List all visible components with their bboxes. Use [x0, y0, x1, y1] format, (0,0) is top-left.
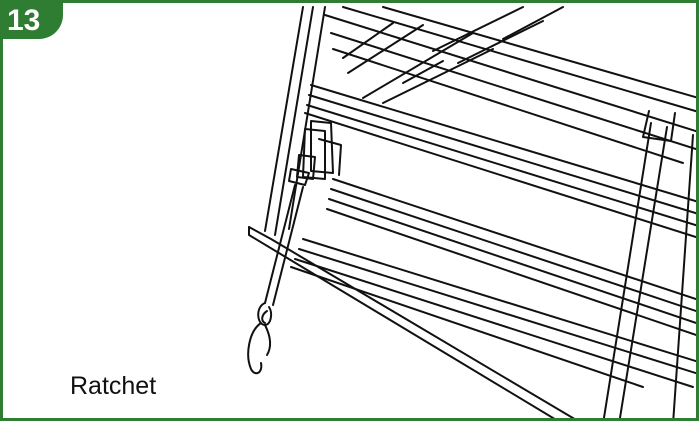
ratchet-caption: Ratchet — [70, 372, 157, 400]
gate-posts — [264, 6, 694, 418]
ratchet-body — [288, 120, 342, 186]
rail-2 — [326, 178, 696, 337]
rail-3 — [290, 238, 696, 388]
base-plate — [248, 226, 575, 418]
s-hook — [247, 302, 273, 375]
step-number-badge: 13 — [3, 3, 63, 39]
strap — [264, 184, 304, 306]
rail-1 — [304, 84, 696, 239]
ratchet-strap-illustration — [247, 6, 696, 418]
upper-rails — [324, 6, 696, 164]
